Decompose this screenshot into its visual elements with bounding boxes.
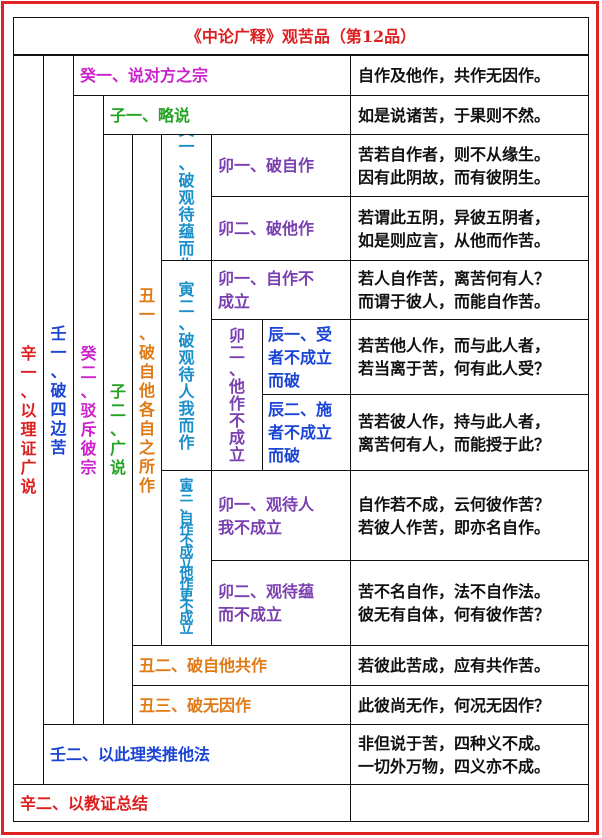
outline-yin2-label: 寅 二 、 破 观 待 人 我 而 作	[178, 279, 195, 452]
outline-gui2-label: 癸 二 、 驳 斥 彼 宗	[80, 343, 97, 477]
outline-zi1-label: 子一、略说	[110, 105, 191, 125]
outline-chen2-label: 辰二、施 者不成立 而破	[268, 400, 333, 465]
outline-yin2: 寅 二 、 破 观 待 人 我 而 作	[161, 260, 212, 471]
outline-xin1: 辛 一 、 以 理 证 广 说	[13, 55, 44, 785]
outline-mao1-yin1: 卯一、破自作	[211, 134, 351, 197]
outline-mao2-yin1-label: 卯二、破他作	[218, 219, 315, 238]
verse-mao2-yin3: 苦不名自作，法不自作法。 彼无有自体，何有彼作苦？	[350, 560, 589, 646]
verse-chou3-text: 此彼尚无作，何况无因作？	[358, 695, 551, 715]
verse-mao2-yin1: 若谓此五阴，异彼五阴者， 如是则应言，从他而作苦。	[350, 196, 589, 261]
outline-mao1-yin2: 卯一、自作不 成立	[211, 260, 351, 320]
page-title: 《中论广释》观苦品（第12品）	[185, 26, 417, 46]
verse-chou2-text: 若彼此苦成，应有共作苦。	[358, 656, 551, 675]
verse-mao1-yin3: 自作若不成，云何彼作苦？ 若彼人作苦，即亦名自作。	[350, 470, 589, 561]
outline-ren2: 壬二、以此理类推他法	[43, 724, 351, 785]
verse-ren2: 非但说于苦，四种义不成。 一切外万物，四义亦不成。	[350, 724, 589, 785]
outline-mao1-yin2-label: 卯一、自作不 成立	[218, 269, 315, 311]
verse-chou3: 此彼尚无作，何况无因作？	[350, 685, 589, 725]
outline-mao1-yin1-label: 卯一、破自作	[218, 156, 315, 175]
outline-mao1-yin3-label: 卯一、观待人 我不成立	[218, 494, 315, 537]
verse-xin2	[350, 784, 589, 822]
verse-chou2: 若彼此苦成，应有共作苦。	[350, 645, 589, 686]
outline-xin2-label: 辛二、以教证总结	[20, 793, 149, 813]
outline-gui1-label: 癸一、说对方之宗	[80, 66, 209, 85]
outline-mao2-yin2: 卯 二 、 他 作 不 成 立	[211, 319, 263, 471]
verse-chen2: 苦若彼人作，持与此人者， 离苦何有人，而能授于此？	[350, 394, 589, 471]
outline-chen1: 辰一、受 者不成立 而破	[262, 319, 351, 395]
verse-mao1-yin3-text: 自作若不成，云何彼作苦？ 若彼人作苦，即亦名自作。	[358, 494, 551, 537]
outline-ren1: 壬 一 、 破 四 边 苦	[43, 55, 74, 725]
verse-zi1: 如是说诸苦，于果则不然。	[350, 95, 589, 135]
outline-chou1-label: 丑 一 、 破 自 他 各 自 之 所 作	[138, 285, 155, 495]
outline-yin3-label: 寅 三 、 自 作 不 成 立 他 作 更 不 成 立	[179, 478, 194, 637]
verse-chen1: 若苦他人作，而与此人者， 若当离于苦，何有此人受？	[350, 319, 589, 395]
outline-chou3: 丑三、破无因作	[132, 685, 351, 725]
outline-chen2: 辰二、施 者不成立 而破	[262, 394, 351, 471]
outline-zi1: 子一、略说	[103, 95, 351, 135]
verse-mao2-yin3-text: 苦不名自作，法不自作法。 彼无有自体，何有彼作苦？	[358, 582, 551, 624]
verse-chen1-text: 若苦他人作，而与此人者， 若当离于苦，何有此人受？	[358, 336, 551, 378]
verse-mao1-yin2-text: 若人自作苦，离苦何有人？ 而谓于彼人，而能自作苦。	[358, 269, 551, 311]
outline-xin1-label: 辛 一 、 以 理 证 广 说	[20, 344, 37, 496]
verse-ren2-text: 非但说于苦，四种义不成。 一切外万物，四义亦不成。	[358, 733, 551, 776]
outline-mao2-yin2-label: 卯 二 、 他 作 不 成 立	[228, 326, 245, 464]
title-row: 《中论广释》观苦品（第12品）	[13, 17, 589, 55]
outline-yin1-label: 寅 一 、 破 观 待 蕴 而 作	[178, 135, 195, 260]
verse-gui1: 自作及他作，共作无因作。	[350, 55, 589, 96]
outline-chou2-label: 丑二、破自他共作	[139, 656, 268, 675]
outline-ren2-label: 壬二、以此理类推他法	[50, 745, 211, 764]
outline-xin2: 辛二、以教证总结	[13, 784, 351, 822]
outline-zi2-label: 子 二 、 广 说	[109, 382, 126, 477]
verse-mao1-yin1: 苦若自作者，则不从缘生。 因有此阴故，而有彼阴生。	[350, 134, 589, 197]
outline-yin3: 寅 三 、 自 作 不 成 立 他 作 更 不 成 立	[161, 470, 212, 646]
outline-mao2-yin1: 卯二、破他作	[211, 196, 351, 261]
verse-zi1-text: 如是说诸苦，于果则不然。	[358, 105, 551, 125]
outline-yin1: 寅 一 、 破 观 待 蕴 而 作	[161, 134, 212, 261]
outline-gui1: 癸一、说对方之宗	[73, 55, 351, 96]
outline-mao2-yin3: 卯二、观待蕴 而不成立	[211, 560, 351, 646]
verse-mao1-yin2: 若人自作苦，离苦何有人？ 而谓于彼人，而能自作苦。	[350, 260, 589, 320]
verse-chen2-text: 苦若彼人作，持与此人者， 离苦何有人，而能授于此？	[358, 411, 551, 454]
outline-mao2-yin3-label: 卯二、观待蕴 而不成立	[218, 582, 315, 624]
verse-mao1-yin1-text: 苦若自作者，则不从缘生。 因有此阴故，而有彼阴生。	[358, 144, 551, 187]
outline-chou1: 丑 一 、 破 自 他 各 自 之 所 作	[132, 134, 162, 646]
outline-chou2: 丑二、破自他共作	[132, 645, 351, 686]
outline-chen1-label: 辰一、受 者不成立 而破	[268, 324, 333, 390]
outline-ren1-label: 壬 一 、 破 四 边 苦	[50, 323, 67, 457]
verse-mao2-yin1-text: 若谓此五阴，异彼五阴者， 如是则应言，从他而作苦。	[358, 207, 551, 250]
outline-chou3-label: 丑三、破无因作	[139, 695, 252, 715]
verse-gui1-text: 自作及他作，共作无因作。	[358, 66, 551, 85]
outline-gui2: 癸 二 、 驳 斥 彼 宗	[73, 95, 104, 725]
outline-mao1-yin3: 卯一、观待人 我不成立	[211, 470, 351, 561]
outline-zi2: 子 二 、 广 说	[103, 134, 133, 725]
